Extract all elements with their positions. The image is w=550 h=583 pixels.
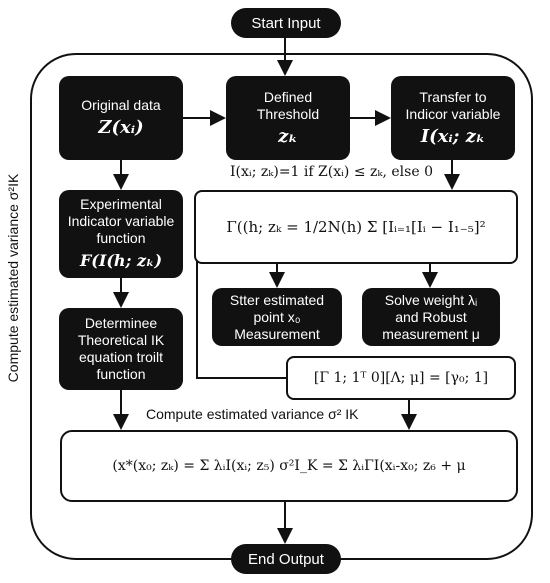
original-data-math: Z(xᵢ) bbox=[98, 117, 144, 138]
final-formula: (x*(x₀; zₖ) = Σ λᵢI(xᵢ; z₅) σ²I_K = Σ λᵢ… bbox=[112, 458, 466, 474]
variogram-formula-box: Γ((h; zₖ = 1/2N(h) Σ [Iᵢ₌₁[Iᵢ − I₁₋₅]² bbox=[194, 190, 518, 264]
theoretical-title-3: equation troilt bbox=[78, 349, 164, 365]
compute-label: Compute estimated variance σ² IK bbox=[146, 406, 359, 422]
transfer-box: Transfer to Indicor variable I(xᵢ; zₖ bbox=[391, 76, 515, 160]
solve-title-2: and Robust bbox=[395, 308, 467, 325]
stter-title-1: Stter estimated bbox=[229, 291, 325, 308]
experimental-title-1: Experimental bbox=[80, 196, 162, 212]
transfer-math: I(xᵢ; zₖ bbox=[420, 125, 486, 147]
start-label: Start Input bbox=[251, 14, 321, 32]
stter-title-3: Measurement bbox=[234, 325, 320, 342]
side-label: Compute estimated variance σ²IK bbox=[5, 173, 21, 383]
solve-title-3: measurement μ bbox=[382, 325, 480, 342]
end-label: End Output bbox=[248, 550, 324, 568]
threshold-math: zₖ bbox=[278, 125, 298, 147]
end-node: End Output bbox=[231, 544, 341, 574]
start-node: Start Input bbox=[231, 8, 341, 38]
indicator-rule: I(xᵢ; zₖ)=1 if Z(xᵢ) ≤ zₖ, else 0 bbox=[230, 164, 433, 180]
threshold-title-2: Threshold bbox=[256, 105, 320, 122]
final-formula-box: (x*(x₀; zₖ) = Σ λᵢI(xᵢ; z₅) σ²I_K = Σ λᵢ… bbox=[60, 430, 518, 502]
variogram-formula: Γ((h; zₖ = 1/2N(h) Σ [Iᵢ₌₁[Iᵢ − I₁₋₅]² bbox=[226, 218, 486, 236]
solve-title-1: Solve weight λᵢ bbox=[384, 291, 478, 308]
theoretical-title-2: Theoretical IK bbox=[77, 332, 165, 348]
experimental-math: F(I(h; zₖ) bbox=[79, 251, 163, 270]
system-equation-box: [Γ 1; 1ᵀ 0][Λ; μ] = [γ₀; 1] bbox=[286, 356, 516, 400]
theoretical-title-1: Determinee bbox=[84, 315, 158, 331]
solve-box: Solve weight λᵢ and Robust measurement μ bbox=[362, 288, 500, 346]
threshold-title-1: Defined bbox=[263, 88, 313, 105]
stter-box: Stter estimated point x₀ Measurement bbox=[212, 288, 342, 346]
system-equation: [Γ 1; 1ᵀ 0][Λ; μ] = [γ₀; 1] bbox=[313, 370, 489, 386]
transfer-title-2: Indicor variable bbox=[405, 105, 501, 122]
theoretical-box: Determinee Theoretical IK equation troil… bbox=[59, 308, 183, 390]
experimental-title-2: Indicator variable bbox=[67, 213, 175, 229]
experimental-box: Experimental Indicator variable function… bbox=[59, 190, 183, 278]
original-data-box: Original data Z(xᵢ) bbox=[59, 76, 183, 160]
original-data-title: Original data bbox=[81, 97, 161, 113]
threshold-box: Defined Threshold zₖ bbox=[226, 76, 350, 160]
theoretical-title-4: function bbox=[96, 366, 146, 382]
experimental-title-3: function bbox=[96, 230, 146, 246]
transfer-title-1: Transfer to bbox=[419, 88, 487, 105]
stter-title-2: point x₀ bbox=[253, 308, 301, 325]
